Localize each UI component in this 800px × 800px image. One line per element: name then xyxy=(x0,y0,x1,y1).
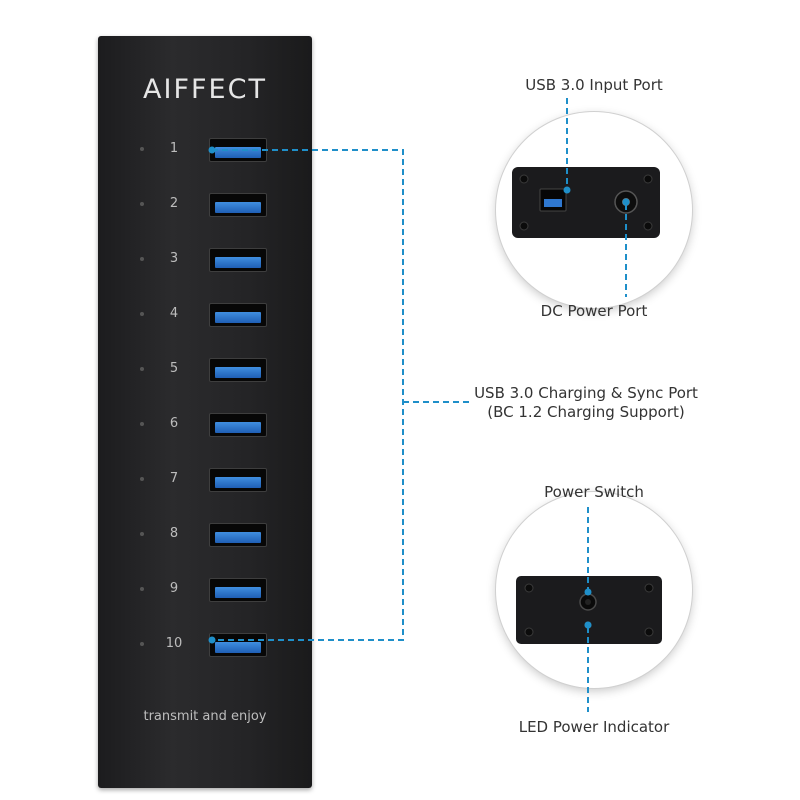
brand-logo: AIFFECT xyxy=(143,74,267,105)
usb-port-10: 10 xyxy=(98,631,312,661)
usb-port-2: 2 xyxy=(98,191,312,221)
screw-icon xyxy=(519,221,529,231)
usb-port-icon xyxy=(209,523,267,547)
switch-side-detail xyxy=(496,492,692,688)
usb-port-4: 4 xyxy=(98,301,312,331)
port-number: 7 xyxy=(169,471,179,486)
port-number: 2 xyxy=(169,196,179,211)
screw-icon xyxy=(519,174,529,184)
port-number: 5 xyxy=(169,361,179,376)
usb-port-icon xyxy=(209,633,267,657)
port-led-icon xyxy=(140,367,144,371)
usb-port-9: 9 xyxy=(98,576,312,606)
screw-icon xyxy=(643,221,653,231)
usb-input-port-label: USB 3.0 Input Port xyxy=(525,76,663,94)
screw-icon xyxy=(524,627,534,637)
charging-port-label-line2: (BC 1.2 Charging Support) xyxy=(487,403,685,421)
usb-port-5: 5 xyxy=(98,356,312,386)
port-led-icon xyxy=(140,587,144,591)
port-number: 1 xyxy=(169,141,179,156)
usb-port-icon xyxy=(209,138,267,162)
port-number: 4 xyxy=(169,306,179,321)
port-led-icon xyxy=(140,312,144,316)
input-side-detail xyxy=(496,112,692,308)
usb-port-3: 3 xyxy=(98,246,312,276)
usb-port-icon xyxy=(209,303,267,327)
led-power-indicator-label: LED Power Indicator xyxy=(518,718,670,736)
usb-input-tongue xyxy=(544,199,562,207)
port-number: 9 xyxy=(169,581,179,596)
port-number: 6 xyxy=(169,416,179,431)
port-led-icon xyxy=(140,642,144,646)
charging-port-label-line1: USB 3.0 Charging & Sync Port xyxy=(474,384,698,402)
screw-icon xyxy=(643,174,653,184)
hub-end-panel-top xyxy=(512,167,660,238)
screw-icon xyxy=(644,627,654,637)
dc-power-port-label: DC Power Port xyxy=(540,302,648,320)
port-led-icon xyxy=(140,532,144,536)
port-led-icon xyxy=(140,202,144,206)
usb-port-7: 7 xyxy=(98,466,312,496)
usb-port-icon xyxy=(209,193,267,217)
power-switch-label: Power Switch xyxy=(544,483,644,501)
port-led-icon xyxy=(140,477,144,481)
led-indicator-icon xyxy=(584,621,592,629)
usb-port-8: 8 xyxy=(98,521,312,551)
usb-port-icon xyxy=(209,413,267,437)
port-led-icon xyxy=(140,422,144,426)
usb-port-icon xyxy=(209,578,267,602)
port-led-icon xyxy=(140,147,144,151)
port-number: 8 xyxy=(169,526,179,541)
usb-port-1: 1 xyxy=(98,136,312,166)
usb-port-6: 6 xyxy=(98,411,312,441)
screw-icon xyxy=(524,583,534,593)
port-number: 10 xyxy=(165,636,183,651)
usb-port-icon xyxy=(209,248,267,272)
slogan: transmit and enjoy xyxy=(143,709,267,724)
port-number: 3 xyxy=(169,251,179,266)
usb-port-icon xyxy=(209,468,267,492)
screw-icon xyxy=(644,583,654,593)
usb-port-icon xyxy=(209,358,267,382)
port-led-icon xyxy=(140,257,144,261)
usb-hub-body: AIFFECT 1 2 3 4 5 6 7 8 9 10 transmit and enjoy xyxy=(98,36,312,788)
